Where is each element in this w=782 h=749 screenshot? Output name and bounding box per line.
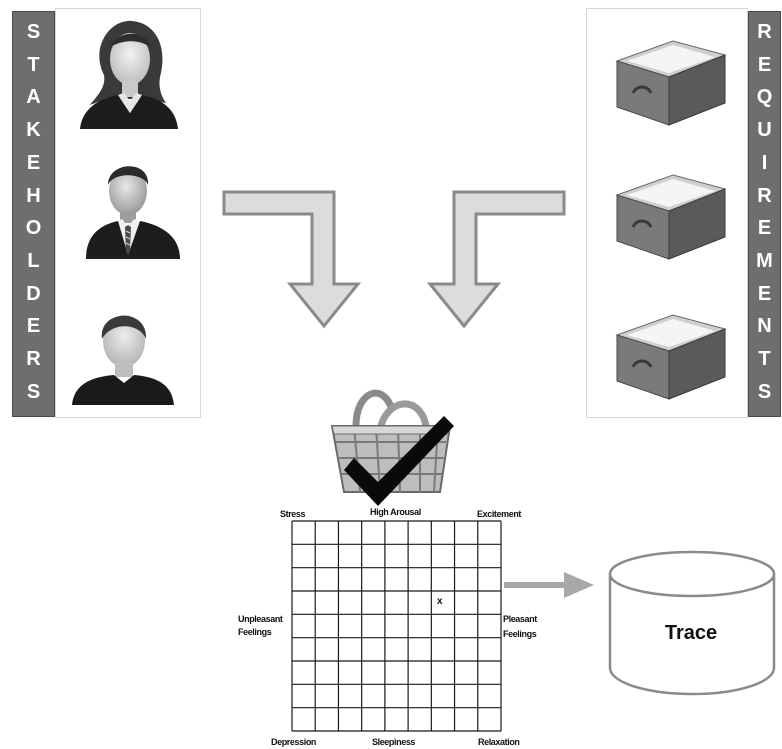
bar-letter: E <box>757 282 772 305</box>
right-arrow-icon <box>504 572 594 598</box>
label-sleepiness: Sleepiness <box>372 737 416 747</box>
trace-label: Trace <box>664 622 718 644</box>
bar-letter: E <box>26 151 41 174</box>
stakeholders-panel <box>55 8 201 418</box>
basket-checkmark-icon <box>330 389 454 506</box>
bar-letter: E <box>26 315 41 338</box>
requirements-panel <box>586 8 748 418</box>
label-depression: Depression <box>271 737 317 747</box>
bar-letter: K <box>26 119 41 142</box>
bar-letter: M <box>756 250 773 273</box>
label-excitement: Excitement <box>477 509 522 519</box>
document-tray-icon <box>615 314 727 400</box>
label-stress: Stress <box>280 509 306 519</box>
requirements-bar: R E Q U I R E M E N T S <box>748 11 781 417</box>
bar-letter: S <box>26 21 41 43</box>
right-bent-arrow-icon <box>426 190 566 329</box>
bar-letter: S <box>26 380 41 403</box>
document-tray-icon <box>615 174 727 260</box>
label-high-arousal: High Arousal <box>370 507 421 517</box>
label-pleasant-feelings: Feelings <box>503 629 537 639</box>
bar-letter: Q <box>756 86 773 109</box>
label-unpleasant: Unpleasant <box>238 614 283 624</box>
bar-letter: S <box>757 380 772 403</box>
bar-letter: E <box>757 217 772 240</box>
bar-letter: A <box>26 86 41 109</box>
woman-avatar-icon <box>80 20 178 129</box>
bar-letter: I <box>761 151 768 174</box>
bar-letter: T <box>27 53 40 76</box>
bar-letter: L <box>27 250 40 273</box>
label-unpleasant-feelings: Feelings <box>238 627 272 637</box>
trace-database-icon <box>608 550 776 696</box>
man-avatar-icon <box>72 315 174 405</box>
grid-marker: x <box>437 596 443 607</box>
bar-letter: R <box>26 348 41 371</box>
left-bent-arrow-icon <box>222 190 362 329</box>
bar-letter: D <box>26 282 41 305</box>
bar-letter: U <box>757 119 772 142</box>
bar-letter: E <box>757 53 772 76</box>
bar-letter: R <box>757 21 772 43</box>
label-pleasant: Pleasant <box>503 614 537 624</box>
bar-letter: T <box>758 348 771 371</box>
label-relaxation: Relaxation <box>478 737 520 747</box>
stakeholders-bar: S T A K E H O L D E R S <box>12 11 55 417</box>
bar-letter: H <box>26 184 41 207</box>
document-tray-icon <box>615 40 727 126</box>
businessman-avatar-icon <box>86 166 180 259</box>
bar-letter: O <box>25 217 42 240</box>
emotion-grid <box>291 520 502 732</box>
bar-letter: N <box>757 315 772 338</box>
bar-letter: R <box>757 184 772 207</box>
